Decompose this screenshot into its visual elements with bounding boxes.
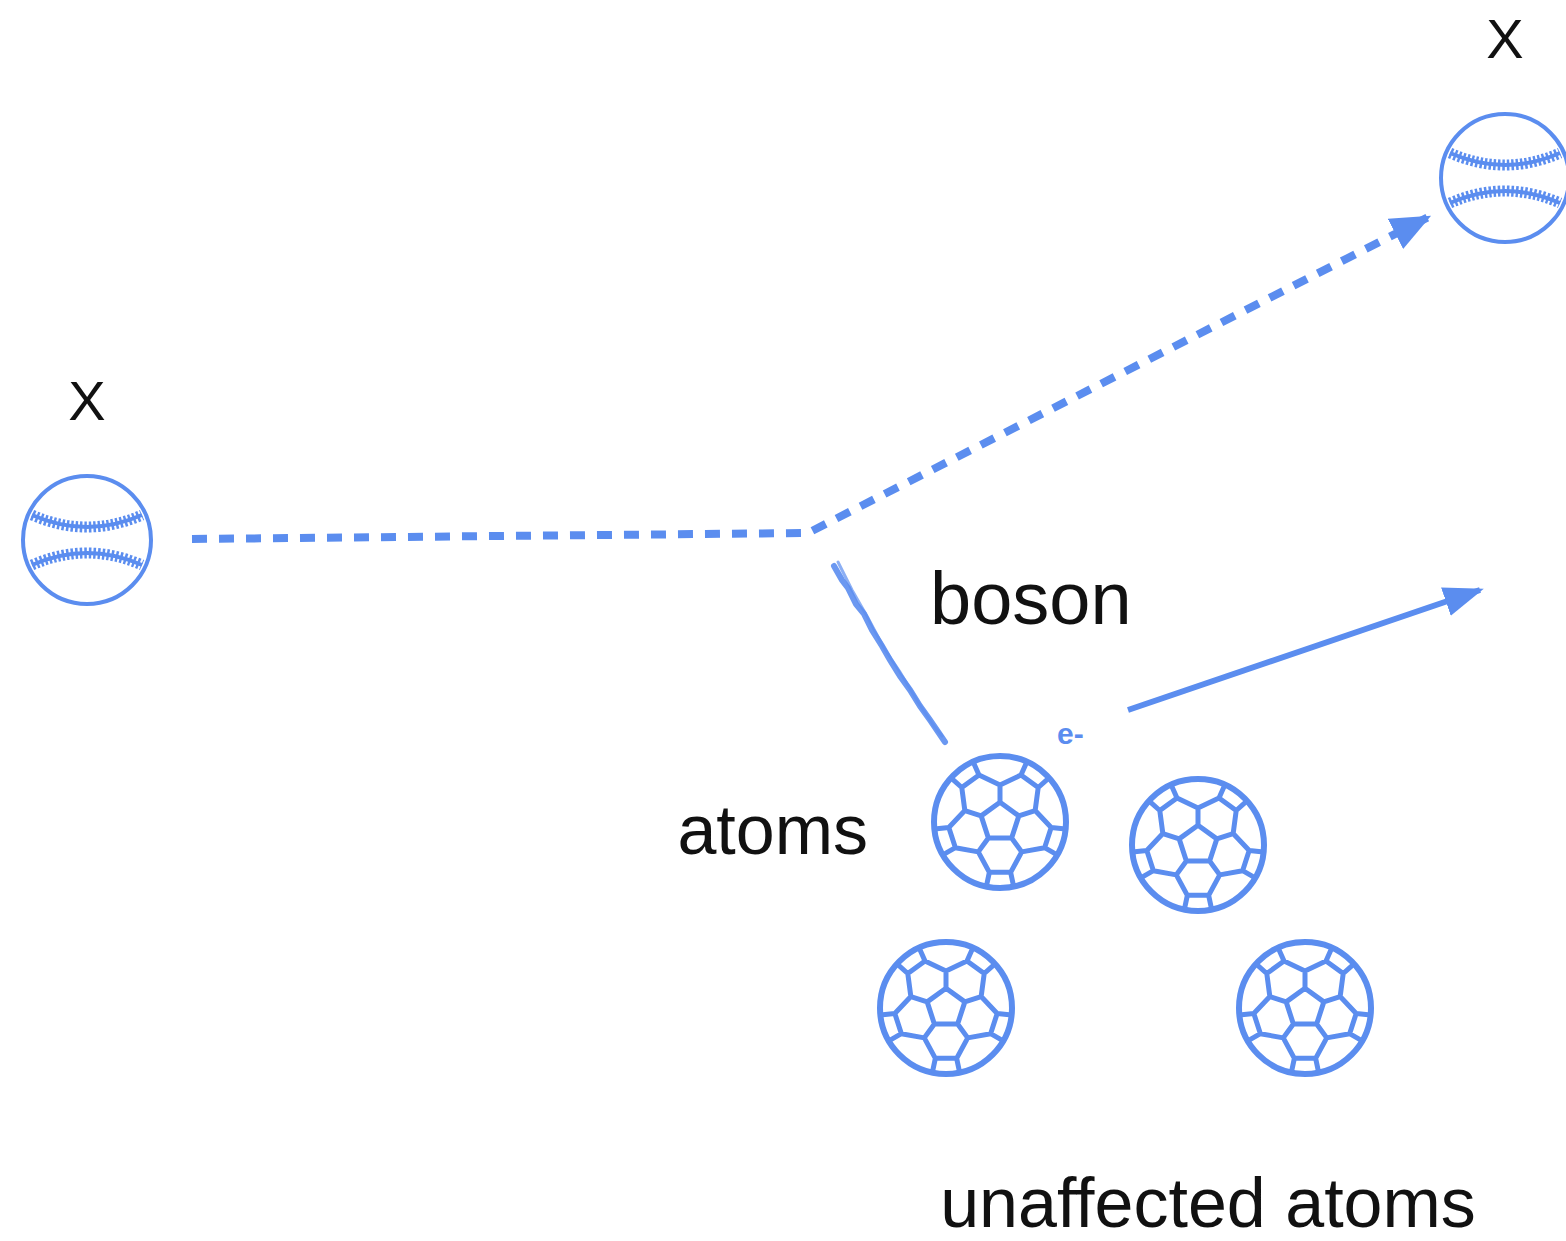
atom-icon xyxy=(1239,942,1371,1074)
atom-icon xyxy=(934,756,1066,888)
baseball-icon xyxy=(1438,111,1566,245)
boson-line-rough xyxy=(838,562,942,736)
electron-label: e- xyxy=(1057,719,1084,749)
particle-label: X xyxy=(68,373,105,429)
boson-label: boson xyxy=(930,562,1132,636)
atom-icon xyxy=(1132,779,1264,911)
atoms-label: atoms xyxy=(677,795,868,865)
particle-node: X xyxy=(20,473,154,607)
atom-group xyxy=(880,756,1371,1074)
electron-arrow xyxy=(1128,590,1480,710)
particle-track xyxy=(192,218,1428,540)
atom-icon xyxy=(880,942,1012,1074)
unaffected-atoms-label: unaffected atoms xyxy=(940,1168,1476,1238)
particle-node: X xyxy=(1438,111,1566,245)
particle-label: X xyxy=(1486,11,1523,67)
baseball-icon xyxy=(20,473,154,607)
